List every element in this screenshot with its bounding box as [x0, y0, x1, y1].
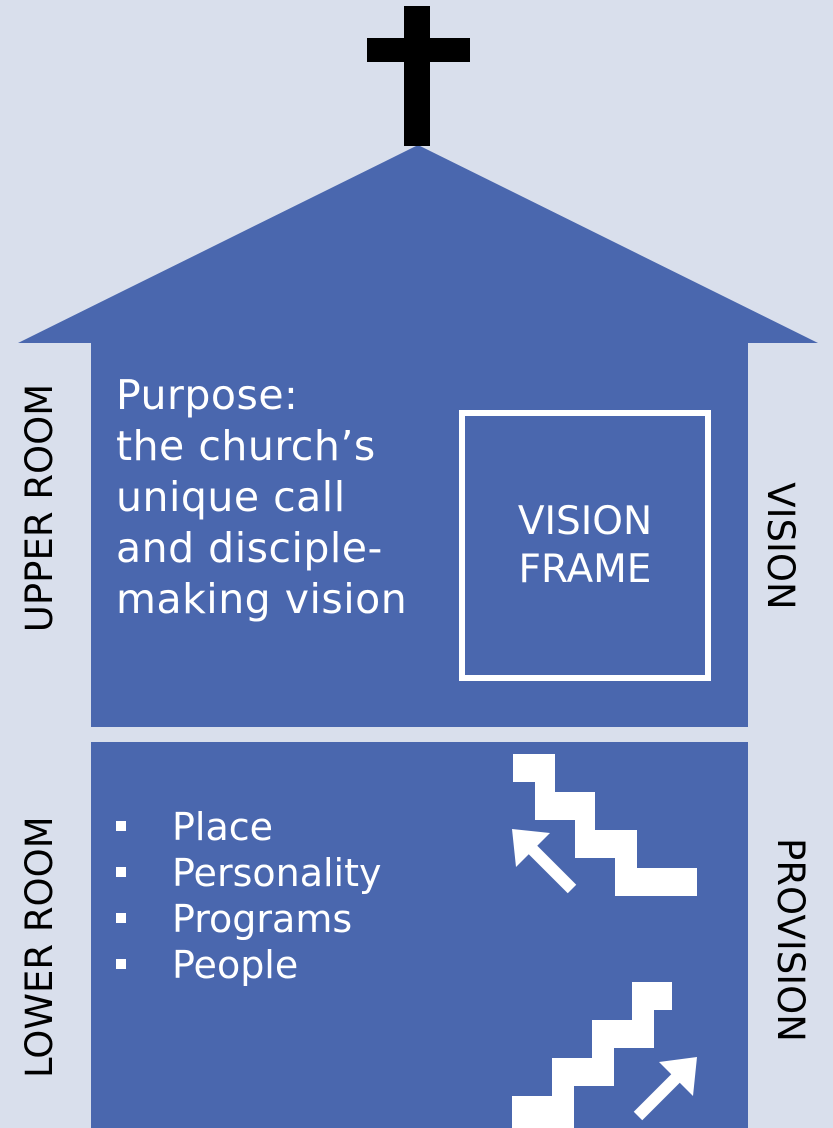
arrow-up-right-icon — [633, 1057, 697, 1121]
stairs-down-icon — [513, 754, 697, 896]
purpose-text: Purpose: the church’s unique call and di… — [116, 370, 446, 625]
arrow-up-left-icon — [512, 829, 577, 894]
stairs-up-icon — [512, 982, 672, 1128]
purpose-line: the church’s — [116, 422, 376, 470]
purpose-line: unique call — [116, 473, 346, 521]
list-item: Personality — [116, 850, 381, 896]
lower-room-label: LOWER ROOM — [18, 816, 61, 1078]
purpose-line: making vision — [116, 575, 408, 623]
vision-frame-line: FRAME — [518, 546, 652, 592]
vision-frame-box: VISION FRAME — [459, 410, 711, 681]
purpose-line: and disciple- — [116, 524, 383, 572]
list-item: People — [116, 942, 381, 988]
lower-room-block — [91, 742, 748, 1128]
provision-list: Place Personality Programs People — [116, 804, 381, 988]
list-item: Place — [116, 804, 381, 850]
vision-label: VISION — [759, 482, 802, 610]
provision-label: PROVISION — [769, 838, 812, 1042]
cross-icon — [367, 6, 470, 146]
purpose-line: Purpose: — [116, 371, 299, 419]
upper-room-label: UPPER ROOM — [18, 383, 61, 633]
vision-frame-line: VISION — [517, 498, 653, 544]
upper-room-block — [91, 342, 748, 727]
roof — [18, 145, 818, 343]
list-item: Programs — [116, 896, 381, 942]
